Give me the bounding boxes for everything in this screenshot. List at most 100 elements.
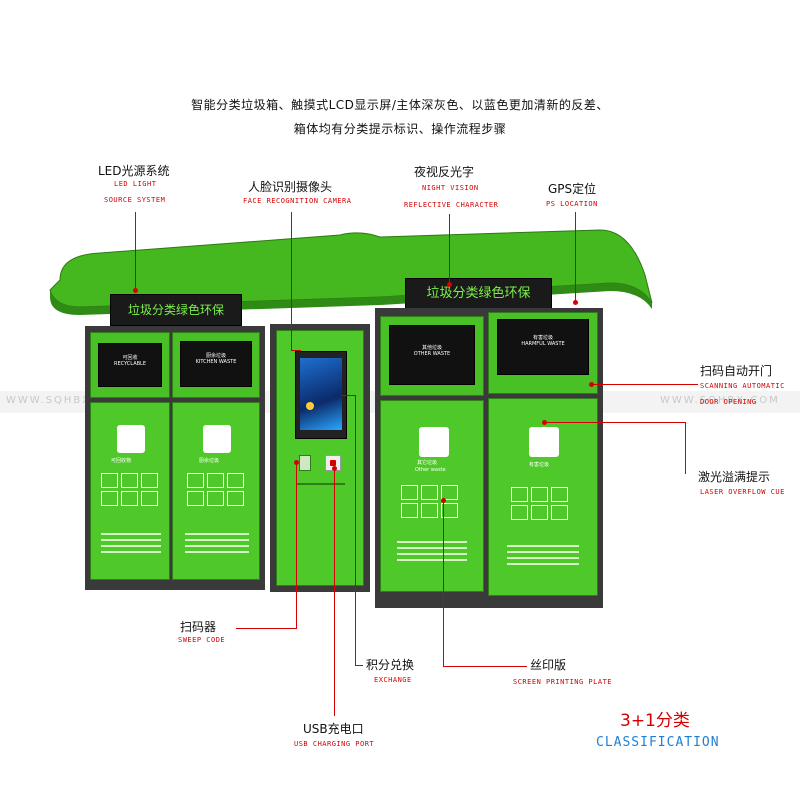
intro-line-1: 智能分类垃圾箱、触摸式LCD显示屏/主体深灰色、以蓝色更加清新的反差、 [191,98,609,112]
sign-board-left: 垃圾分类绿色环保 [110,294,242,326]
bin-1-instructions [101,533,161,557]
bin-3-pictograms [401,485,458,518]
callout-face-en: FACE RECOGNITION CAMERA [243,197,352,205]
bin-2-door[interactable]: 厨余垃圾 [172,402,260,580]
bin-3-instructions [397,541,467,565]
bin-2-pictograms [187,473,244,506]
callout-face-line [291,212,292,350]
bin-3-label-en: Other waste [415,467,446,473]
callout-laser-line-v [685,422,686,474]
center-kiosk [276,330,364,586]
callout-laser-cn: 激光溢满提示 [698,470,771,484]
callout-sweep-line-v [296,462,297,629]
callout-scan-en1: SCANNING AUTOMATIC [700,382,785,390]
callout-print-line-v [443,500,444,666]
bin-4-top-panel: 有害垃圾 HARMFUL WASTE [488,312,598,394]
bin-3-top-cn: 其他垃圾 [421,345,442,351]
bin-1-top-en: RECYCLABLE [113,361,146,367]
callout-gps-en: PS LOCATION [546,200,598,208]
other-waste-icon [419,427,449,457]
bin-2-label: 厨余垃圾 [199,458,220,464]
bin-3-slot[interactable]: 其他垃圾 OTHER WASTE [389,325,475,385]
watermark-right: WWW.SQHBX.COM [660,395,780,406]
callout-usb-cn: USB充电口 [303,722,364,736]
bin-1-pictograms [101,473,158,506]
callout-night-en1: NIGHT VISION [422,184,479,192]
callout-led-en2: SOURCE SYSTEM [104,196,166,204]
bin-2-top-en: KITCHEN WASTE [195,359,237,365]
sign-left-text: 垃圾分类绿色环保 [127,303,224,317]
bin-1-slot[interactable]: 可回收 RECYCLABLE [98,343,162,387]
callout-laser-en: LASER OVERFLOW CUE [700,488,785,496]
recycle-icon [117,425,145,453]
bin-1-top-cn: 可回收 [122,355,138,361]
callout-print-cn: 丝印版 [530,658,567,672]
callout-sweep-dot [294,460,299,465]
callout-led-en1: LED LIGHT [114,180,157,188]
intro-line-2: 箱体均有分类提示标识、操作流程步骤 [293,122,507,136]
callout-face-cn: 人脸识别摄像头 [248,180,333,194]
callout-usb-line [334,468,335,716]
bin-4-top-cn: 有害垃圾 [532,335,553,341]
bin-1-top-panel: 可回收 RECYCLABLE [90,332,170,398]
callout-gps-line [575,212,576,302]
callout-exchange-line-h [342,395,356,396]
callout-scan-en2: DOOR OPENING [700,398,757,406]
callout-night-dot [447,282,452,287]
kitchen-waste-icon [203,425,231,453]
bin-3-top-en: OTHER WASTE [413,351,451,357]
classification-title: 3+1分类 [620,711,690,731]
harmful-waste-icon [529,427,559,457]
bin-2-slot[interactable]: 厨余垃圾 KITCHEN WASTE [180,341,252,387]
sign-right-text: 垃圾分类绿色环保 [426,286,531,301]
bin-3-door[interactable]: 其它垃圾 Other waste [380,400,484,592]
callout-led-cn: LED光源系统 [98,164,170,178]
face-camera-icon [306,402,314,410]
bin-2-top-cn: 厨余垃圾 [205,353,226,359]
callout-scan-line [592,384,698,385]
bin-1-door[interactable]: 可回收物 [90,402,170,580]
callout-laser-dot [542,420,547,425]
callout-scan-dot [589,382,594,387]
bin-2-top-panel: 厨余垃圾 KITCHEN WASTE [172,332,260,398]
callout-print-dot [441,498,446,503]
callout-laser-line-h [545,422,685,423]
bin-4-door[interactable]: 有害垃圾 [488,398,598,596]
callout-gps-dot [573,300,578,305]
callout-sweep-cn: 扫码器 [180,620,217,634]
callout-sweep-line-h [236,628,296,629]
callout-exchange-line-v [355,395,356,665]
callout-gps-cn: GPS定位 [548,182,597,196]
classification-subtitle: CLASSIFICATION [596,735,720,750]
sign-board-right: 垃圾分类绿色环保 [405,278,552,310]
callout-exchange-en: EXCHANGE [374,676,412,684]
bin-4-slot[interactable]: 有害垃圾 HARMFUL WASTE [497,319,589,375]
bin-1-label: 可回收物 [111,458,132,464]
bin-3-top-panel: 其他垃圾 OTHER WASTE [380,316,484,396]
callout-night-en2: REFLECTIVE CHARACTER [404,201,499,209]
lcd-screen[interactable] [295,351,347,439]
exchange-button[interactable] [325,455,341,471]
bin-4-instructions [507,545,579,569]
callout-led-line [135,212,136,290]
watermark-left: WWW.SQHBX.COM [6,395,126,406]
callout-night-line [449,214,450,284]
callout-face-line-h [291,350,301,351]
lcd-display [300,358,342,430]
bin-2-instructions [185,533,249,557]
callout-night-cn: 夜视反光字 [414,165,475,179]
callout-led-dot [133,288,138,293]
callout-print-en: SCREEN PRINTING PLATE [513,678,613,686]
callout-sweep-en: SWEEP CODE [178,636,226,644]
callout-scan-cn: 扫码自动开门 [700,364,773,378]
callout-usb-en: USB CHARGING PORT [294,740,375,748]
kiosk-divider [297,483,345,485]
sweep-code-scanner[interactable] [299,455,311,471]
bin-4-pictograms [511,487,568,520]
bin-4-label: 有害垃圾 [529,462,550,468]
callout-print-line-h [443,666,527,667]
bin-4-top-en: HARMFUL WASTE [521,341,565,347]
callout-exchange-line-foot [355,665,363,666]
callout-usb-dot [332,466,337,471]
